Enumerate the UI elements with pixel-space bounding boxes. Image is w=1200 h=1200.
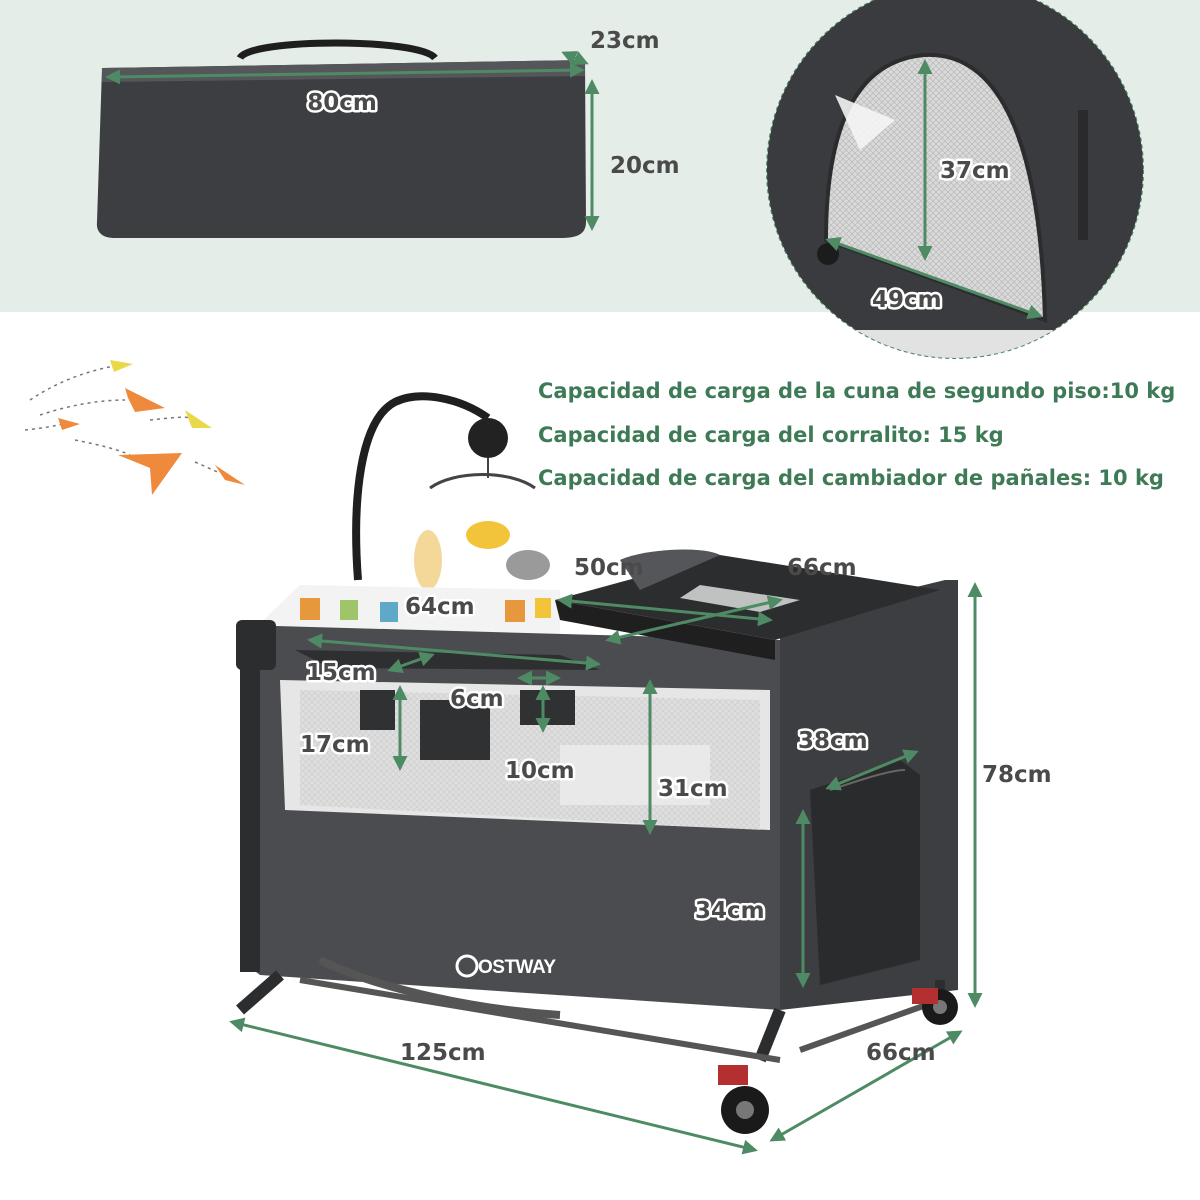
window-height-label: 37cm [940, 158, 1010, 184]
pocket-height-label: 10cm [505, 758, 575, 784]
changer-depth-label: 50cm [574, 555, 644, 581]
crib-icon: OSTWAY [236, 392, 958, 1134]
bag-length-label: 80cm [307, 90, 377, 116]
organizer-height-label: 17cm [300, 732, 370, 758]
capacity-second-floor: Capacidad de carga de la cuna de segundo… [538, 379, 1175, 403]
side-height-label: 31cm [658, 776, 728, 802]
capacity-changer: Capacidad de carga del cambiador de paña… [538, 466, 1164, 490]
window-width-label: 49cm [872, 287, 942, 313]
giraffe-toy [414, 530, 442, 590]
crib-dimension-arrows: 64cm 50cm 66cm 15cm 6cm 17cm 10cm 31cm 3… [229, 555, 1052, 1155]
side-pocket [810, 760, 920, 985]
paper-plane-icon [24, 360, 245, 495]
total-height-label: 78cm [982, 762, 1052, 788]
organizer-width-label: 15cm [306, 660, 376, 686]
bag-dimensions: 80cm 23cm 20cm [105, 28, 680, 231]
brand-logo: OSTWAY [478, 957, 556, 978]
side-pocket-width-label: 38cm [798, 728, 868, 754]
bag-height-label: 20cm [610, 153, 680, 179]
bag-depth-label: 23cm [590, 28, 660, 54]
bassinet-length-label: 64cm [405, 594, 475, 620]
pocket-width-label: 6cm [450, 686, 504, 712]
side-pocket-height-label: 34cm [695, 898, 765, 924]
mesh-window-zoom: 37cm 49cm [766, 0, 1144, 359]
capacity-playpen: Capacidad de carga del corralito: 15 kg [538, 423, 1004, 447]
capacity-specs: Capacidad de carga de la cuna de segundo… [538, 379, 1175, 490]
organizer-pocket [420, 700, 490, 760]
total-length-label: 125cm [400, 1040, 486, 1066]
total-width-label: 66cm [866, 1040, 936, 1066]
lion-toy [466, 521, 510, 549]
changer-width-label: 66cm [787, 555, 857, 581]
elephant-toy [506, 550, 550, 580]
mobile-motor [468, 418, 508, 458]
